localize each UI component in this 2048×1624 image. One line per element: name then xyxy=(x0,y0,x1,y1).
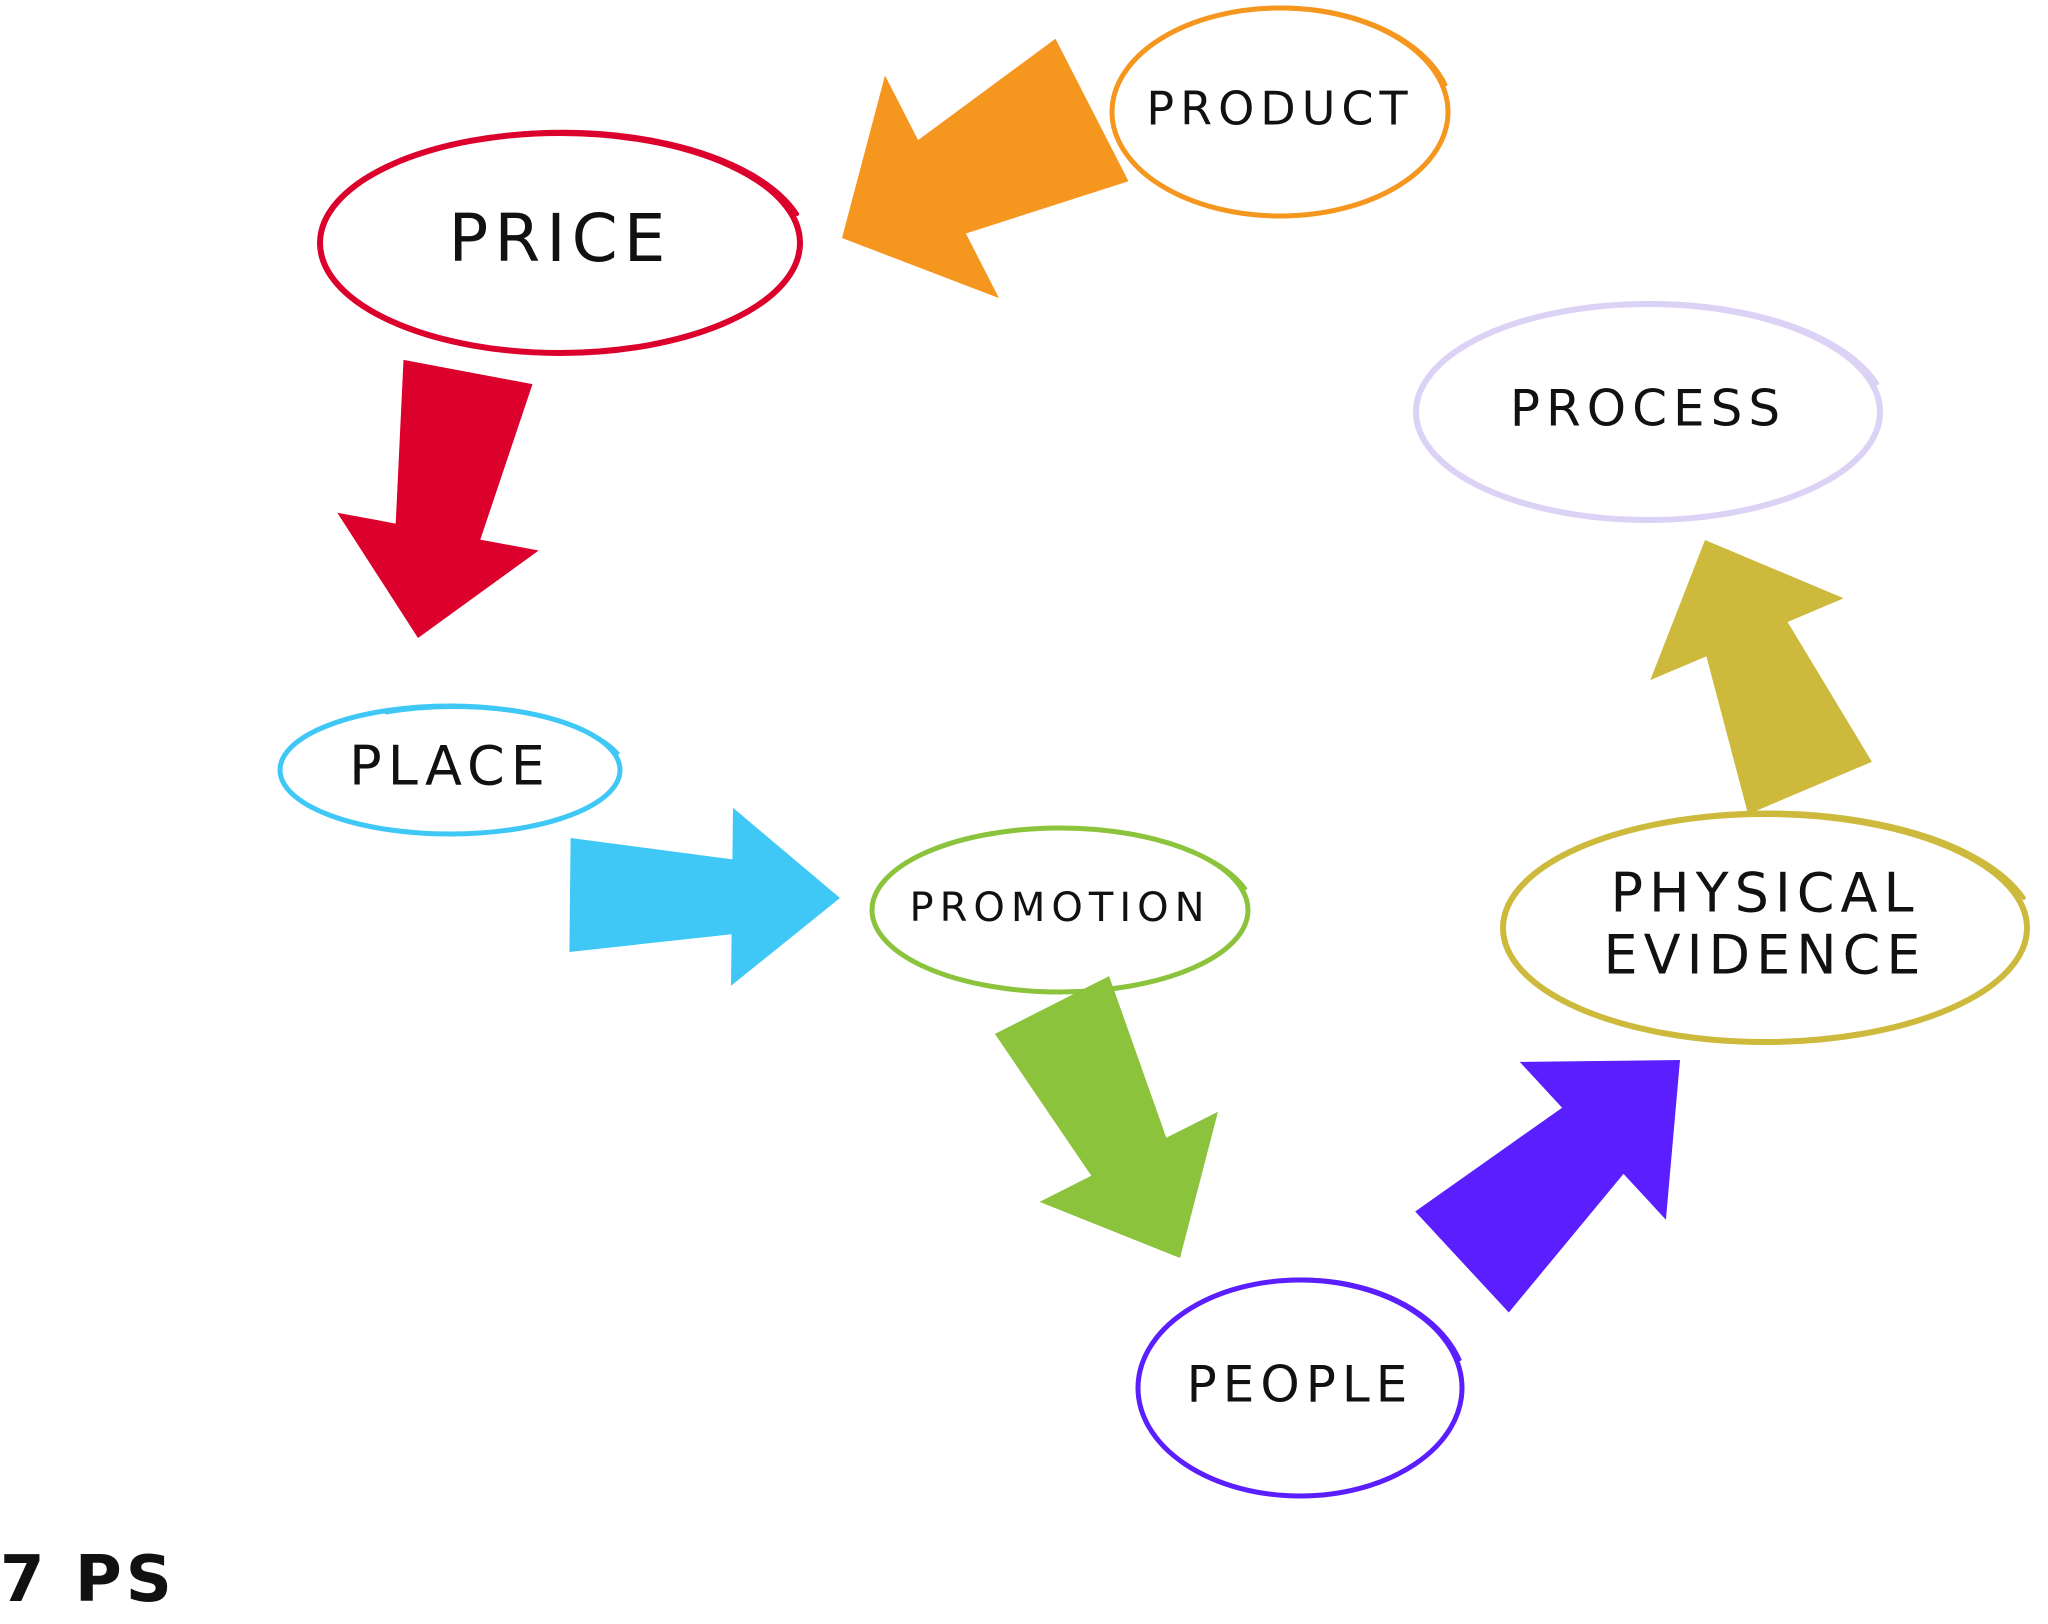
node-ring-overlap-process xyxy=(1558,300,1880,386)
node-ring-overlap-product xyxy=(1215,5,1448,87)
node-process: PROCESS xyxy=(1413,300,1883,523)
arrow-product-to-price xyxy=(842,38,1129,299)
node-promotion: PROMOTION xyxy=(869,825,1251,995)
node-label-people: PEOPLE xyxy=(1187,1356,1414,1414)
arrow-physical-evidence-to-process xyxy=(1650,540,1872,815)
arrow-price-to-place xyxy=(337,359,539,638)
node-price: PRICE xyxy=(317,129,803,356)
nodes-layer: PRODUCT PRICE PLACE PROMOTION PEOPLE PHYSICAL… xyxy=(277,5,2030,1499)
arrow-place-to-promotion xyxy=(569,807,840,986)
node-people: PEOPLE xyxy=(1135,1277,1465,1499)
node-label-physical-evidence-line-2: EVIDENCE xyxy=(1604,924,1927,987)
node-label-promotion: PROMOTION xyxy=(909,885,1210,931)
node-ring-overlap-physical-evidence xyxy=(1664,810,2026,900)
node-ring-overlap-people xyxy=(1237,1277,1462,1361)
node-ring-overlap-price xyxy=(467,129,800,216)
arrows-layer xyxy=(337,38,1872,1313)
node-label-physical-evidence-line-1: PHYSICAL xyxy=(1610,862,1919,925)
node-ring-overlap-place xyxy=(384,705,620,755)
node-ring-overlap-promotion xyxy=(987,826,1248,890)
diagram-title: 7 PS xyxy=(0,1543,176,1617)
node-product: PRODUCT xyxy=(1109,5,1451,219)
node-place: PLACE xyxy=(277,703,623,837)
arrow-people-to-physical-evidence xyxy=(1415,1060,1680,1313)
node-label-place: PLACE xyxy=(349,735,551,798)
node-label-price: PRICE xyxy=(449,200,672,277)
node-label-product: PRODUCT xyxy=(1146,82,1413,136)
arrow-promotion-to-people xyxy=(994,976,1218,1258)
node-label-process: PROCESS xyxy=(1510,380,1786,438)
